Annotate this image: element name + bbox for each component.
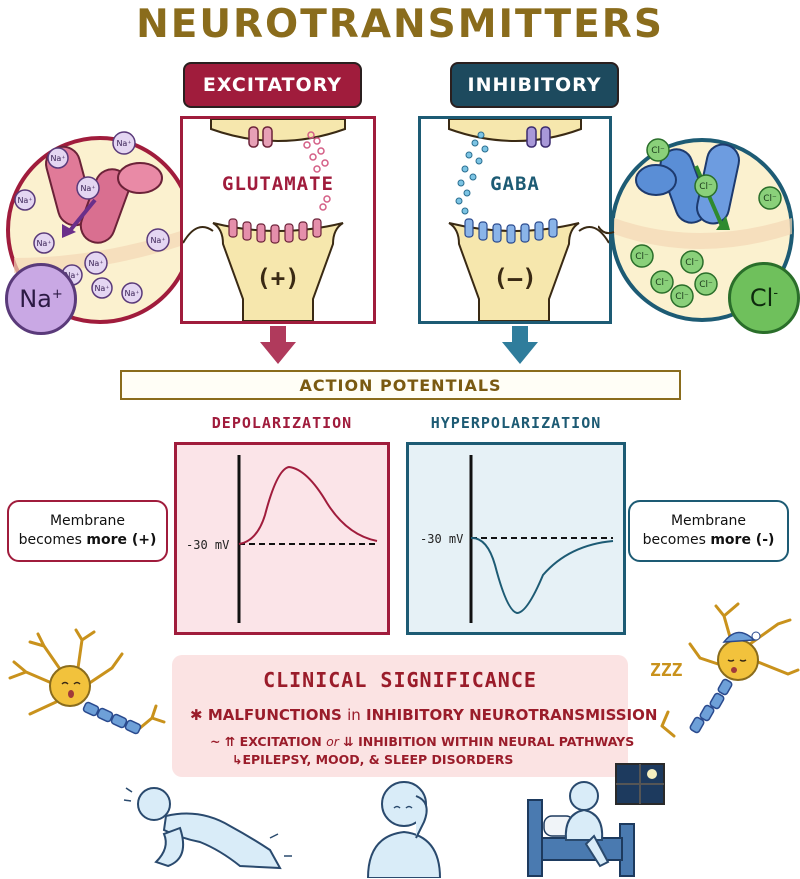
- hyperpolarization-curve-plot: [469, 455, 614, 623]
- arrow-down-icon: [502, 326, 538, 364]
- chloride-channel-icon: [635, 143, 740, 225]
- sodium-ion-icon: Na+: [5, 263, 77, 335]
- svg-text:Na⁺: Na⁺: [124, 289, 139, 298]
- depolarization-threshold-label: -30 mV: [186, 538, 230, 552]
- clinical-significance-title: CLINICAL SIGNIFICANCE: [263, 668, 537, 692]
- inhibitory-synapse-panel: [418, 116, 612, 324]
- clinical-significance-box: [172, 655, 628, 777]
- person-insomnia-icon: [527, 763, 665, 877]
- svg-text:Na⁺: Na⁺: [50, 154, 65, 163]
- inhibitory-label: INHIBITORY: [450, 62, 619, 108]
- svg-text:Cl⁻: Cl⁻: [675, 292, 689, 302]
- neuron-icon: [8, 628, 166, 735]
- membrane-note-line1: Membrane: [49, 513, 126, 529]
- svg-text:Na⁺: Na⁺: [94, 284, 109, 293]
- gaba-label: GABA: [490, 173, 540, 195]
- membrane-note-line2: becomes more (+): [18, 532, 157, 548]
- depolarization-curve-plot: [237, 455, 378, 623]
- depolarization-graph: [174, 442, 390, 635]
- svg-text:Cl⁻: Cl⁻: [699, 280, 713, 290]
- membrane-positive-note: Membrane becomes more (+): [7, 500, 168, 562]
- sleep-zzz-label: ZZZ: [650, 660, 683, 681]
- sleeping-neuron-icon: [660, 602, 800, 738]
- chloride-ion-icon: Cl-: [728, 262, 800, 334]
- membrane-negative-note: Membrane becomes more (-): [628, 500, 789, 562]
- clinical-line-2: ~ ⇈ EXCITATION or ⇊ INHIBITION WITHIN NE…: [210, 734, 635, 749]
- svg-text:Na⁺: Na⁺: [150, 236, 165, 245]
- gaba-synapse-illustration: [448, 119, 609, 321]
- svg-text:Cl⁻: Cl⁻: [685, 258, 699, 268]
- glutamate-synapse-illustration: [183, 119, 346, 321]
- person-headache-icon: [366, 781, 442, 878]
- svg-text:Cl⁻: Cl⁻: [699, 182, 713, 192]
- hyperpolarization-threshold-label: -30 mV: [420, 532, 464, 546]
- excitatory-sign: (+): [256, 264, 300, 292]
- svg-text:Na⁺: Na⁺: [64, 271, 79, 280]
- clinical-line-1: ✱ MALFUNCTIONS in INHIBITORY NEUROTRANSM…: [190, 706, 658, 724]
- svg-text:Cl⁻: Cl⁻: [655, 278, 669, 288]
- clinical-line-3: ↳EPILEPSY, MOOD, & SLEEP DISORDERS: [232, 752, 514, 767]
- action-potentials-banner: ACTION POTENTIALS: [120, 370, 681, 400]
- svg-text:Na⁺: Na⁺: [80, 184, 95, 193]
- membrane-note-line2: becomes more (-): [642, 532, 775, 548]
- hyperpolarization-heading: HYPERPOLARIZATION: [430, 414, 602, 432]
- arrow-down-icon: [260, 326, 296, 364]
- svg-text:Na⁺: Na⁺: [17, 196, 32, 205]
- svg-text:Na⁺: Na⁺: [116, 139, 131, 148]
- inhibitory-sign: (–): [493, 264, 537, 292]
- svg-text:Cl⁻: Cl⁻: [651, 146, 665, 156]
- svg-text:Na⁺: Na⁺: [88, 259, 103, 268]
- depolarization-heading: DEPOLARIZATION: [211, 414, 353, 432]
- page-title: NEUROTRANSMITTERS: [136, 2, 664, 47]
- svg-text:Cl⁻: Cl⁻: [635, 252, 649, 262]
- person-seizure-icon: [123, 787, 292, 870]
- svg-text:Na⁺: Na⁺: [36, 239, 51, 248]
- glutamate-label: GLUTAMATE: [222, 173, 334, 195]
- svg-text:Cl⁻: Cl⁻: [763, 194, 777, 204]
- membrane-note-line1: Membrane: [670, 513, 747, 529]
- excitatory-label: EXCITATORY: [183, 62, 362, 108]
